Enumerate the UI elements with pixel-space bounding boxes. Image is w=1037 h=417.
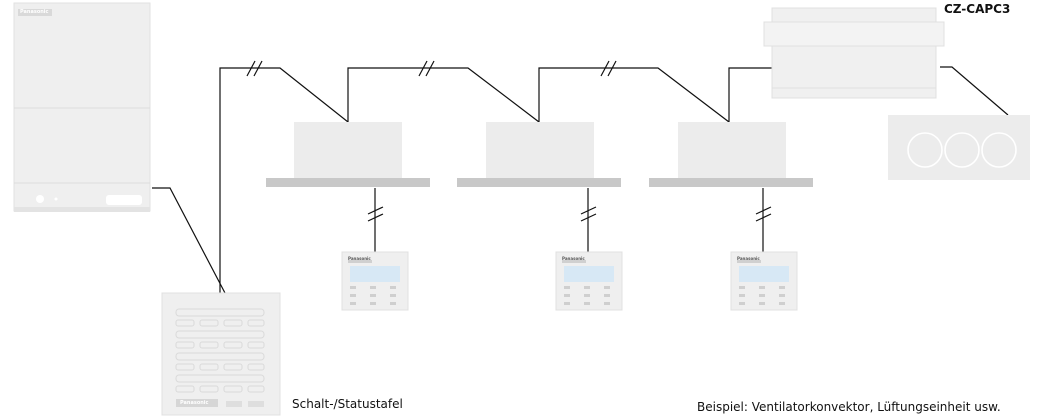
hatch-mark <box>246 60 256 77</box>
control-panel-label: Schalt-/Statustafel <box>292 397 403 411</box>
remote-controller-3 <box>730 251 798 311</box>
indoor-unit-1 <box>266 122 430 187</box>
wire-adapter-to-switchbox <box>940 66 1009 116</box>
remote-1-brand: Panasonic <box>348 256 371 261</box>
hatch-mark <box>367 206 384 215</box>
control-panel-brand: Panasonic <box>180 400 209 406</box>
remote-controller-1 <box>341 251 409 311</box>
hatch-mark <box>580 206 597 215</box>
hatch-mark <box>755 206 772 215</box>
cz-capc3-adapter <box>763 7 945 99</box>
hatch-mark <box>425 60 435 77</box>
outdoor-unit-brand: Panasonic <box>20 9 49 15</box>
example-label: Beispiel: Ventilatorkonvektor, Lüftungse… <box>697 400 1001 414</box>
hatch-mark <box>755 213 772 222</box>
hatch-mark <box>418 60 428 77</box>
remote-3-brand: Panasonic <box>737 256 760 261</box>
hatch-mark <box>367 213 384 222</box>
wire-main-bus <box>219 67 772 295</box>
switch-box <box>888 115 1030 180</box>
outdoor-unit <box>13 2 151 212</box>
wire-outdoor-to-panel <box>152 187 226 294</box>
hatch-mark <box>600 60 610 77</box>
wiring <box>152 66 1009 295</box>
hatch-mark <box>607 60 617 77</box>
adapter-label: CZ-CAPC3 <box>944 2 1011 16</box>
remote-2-brand: Panasonic <box>562 256 585 261</box>
remote-controller-2 <box>555 251 623 311</box>
hatch-mark <box>580 213 597 222</box>
indoor-unit-3 <box>649 122 813 187</box>
hatch-mark <box>253 60 263 77</box>
cable-hatch-marks <box>246 60 772 222</box>
indoor-unit-2 <box>457 122 621 187</box>
control-panel <box>161 292 281 416</box>
